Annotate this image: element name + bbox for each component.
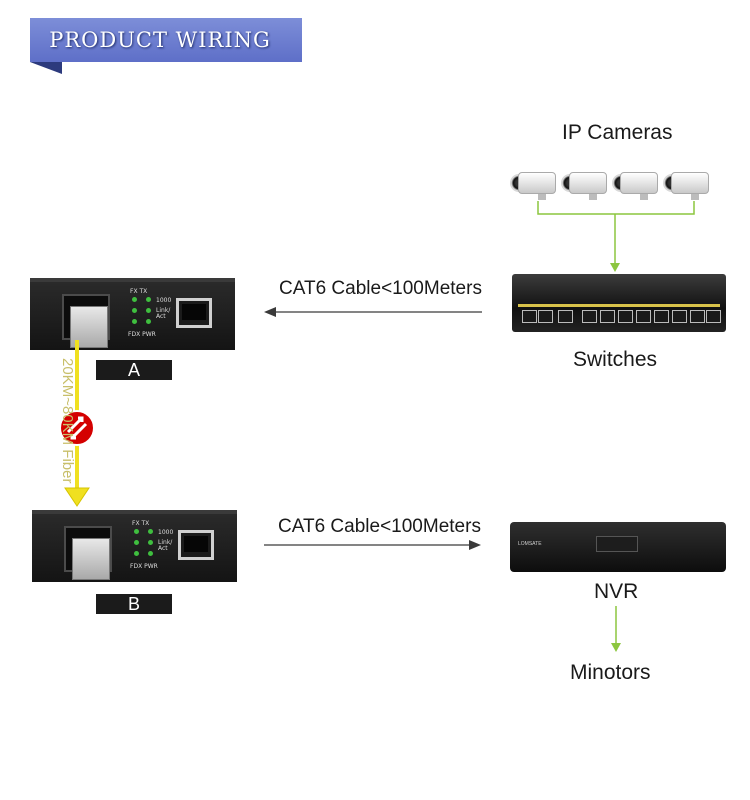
converter-led-link-label: Link/ Act — [158, 539, 173, 552]
cable-label-top: CAT6 Cable<100Meters — [279, 278, 482, 299]
converter-led-top-label: FX TX — [130, 288, 148, 295]
converter-tag-b: B — [96, 594, 172, 614]
converter-led-bottom-label: FDX PWR — [128, 331, 156, 338]
camera-bracket-line — [537, 201, 695, 264]
switch-icon — [512, 274, 726, 332]
converter-tag-a: A — [96, 360, 172, 380]
switches-label: Switches — [573, 348, 658, 371]
media-converter-b: FX TX 1000 Link/ Act FDX PWR — [32, 510, 237, 582]
ip-cameras-label: IP Cameras — [562, 121, 673, 144]
fiber-label: 20KM~80KM Fiber — [59, 358, 76, 484]
fiber-arrowhead — [64, 487, 90, 507]
cable-arrow-top-head — [264, 307, 276, 317]
ip-camera-icon — [510, 172, 556, 200]
nvr-to-monitors-arrowhead — [611, 643, 621, 652]
nvr-label: NVR — [594, 580, 639, 603]
banner-fold — [30, 62, 62, 74]
cable-label-bottom: CAT6 Cable<100Meters — [278, 516, 481, 537]
cable-arrow-bottom-head — [469, 540, 481, 550]
converter-led-top-label: FX TX — [132, 520, 150, 527]
nvr-brand-text: LOMSATE — [518, 541, 542, 547]
ip-camera-icon — [663, 172, 709, 200]
fiber-swap-icon — [59, 410, 95, 446]
converter-led-link-label: Link/ Act — [156, 307, 171, 320]
media-converter-a: FX TX 1000 Link/ Act FDX PWR — [30, 278, 235, 350]
converter-led-1000-label: 1000 — [158, 529, 174, 536]
fiber-label-wrap: 20KM~80KM Fiber — [58, 358, 76, 498]
ip-camera-icon — [612, 172, 658, 200]
converter-led-1000-label: 1000 — [156, 297, 172, 304]
banner-ribbon — [30, 18, 302, 62]
nvr-icon: LOMSATE — [510, 522, 726, 572]
banner-title: PRODUCT WIRING — [49, 28, 271, 52]
monitors-label: Minotors — [570, 661, 651, 684]
ip-camera-icon — [561, 172, 607, 200]
camera-to-switch-arrowhead — [610, 263, 620, 272]
converter-led-bottom-label: FDX PWR — [130, 563, 158, 570]
